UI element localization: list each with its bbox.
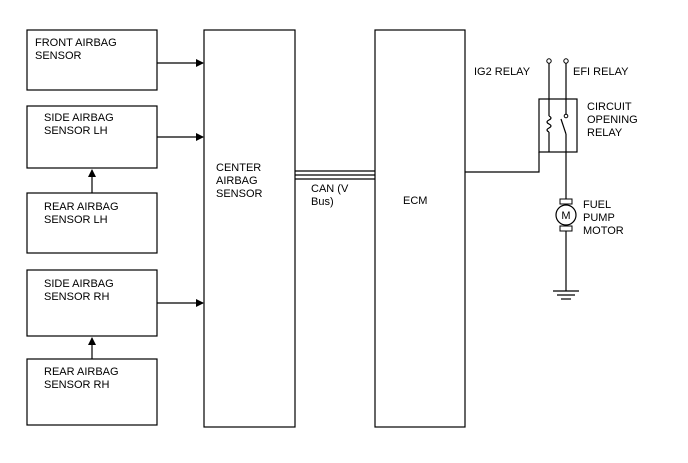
motor-symbol: M (561, 210, 570, 222)
rear-airbag-sensor-rh-label-line2: SENSOR RH (44, 379, 109, 391)
front-airbag-sensor-block: FRONT AIRBAG SENSOR (26, 29, 158, 91)
relay-switch-icon (560, 118, 567, 135)
side-airbag-sensor-lh-block: SIDE AIRBAG SENSOR LH (26, 105, 158, 169)
fuel-pump-motor-label-line1: FUEL (583, 199, 611, 211)
relay-coil-icon (546, 115, 552, 133)
center-airbag-sensor-block: CENTER AIRBAG SENSOR (203, 29, 296, 428)
fuel-pump-motor-icon: M (555, 198, 577, 232)
efi-relay-label: EFI RELAY (573, 66, 629, 78)
ecm-to-relay-wire (465, 152, 540, 173)
rear-airbag-sensor-rh-block: REAR AIRBAG SENSOR RH (26, 358, 158, 426)
center-airbag-sensor-label-line2: AIRBAG (216, 175, 258, 187)
side-airbag-sensor-rh-block: SIDE AIRBAG SENSOR RH (26, 269, 158, 337)
circuit-opening-relay-label-line1: CIRCUIT (587, 101, 632, 113)
rear-airbag-sensor-lh-block: REAR AIRBAG SENSOR LH (26, 192, 158, 254)
ecm-block: ECM (374, 29, 466, 428)
rear-airbag-sensor-rh-label-line1: REAR AIRBAG (44, 366, 119, 378)
center-airbag-sensor-label-line3: SENSOR (216, 188, 263, 200)
ground-icon (553, 290, 579, 300)
circuit-opening-relay-label-line3: RELAY (587, 127, 623, 139)
can-bus-label-line1: CAN (V (311, 183, 349, 195)
fuel-pump-motor-label-line2: PUMP (583, 212, 615, 224)
circuit-opening-relay (538, 98, 578, 153)
side-airbag-sensor-rh-label-line2: SENSOR RH (44, 291, 109, 303)
fuel-pump-motor-label-line3: MOTOR (583, 225, 624, 237)
side-airbag-sensor-rh-label-line1: SIDE AIRBAG (44, 278, 114, 290)
ig2-relay-label: IG2 RELAY (474, 66, 531, 78)
front-airbag-sensor-label-line1: FRONT AIRBAG (35, 37, 117, 49)
side-airbag-sensor-lh-label-line2: SENSOR LH (44, 125, 108, 137)
front-airbag-sensor-label-line2: SENSOR (35, 50, 82, 62)
can-bus-label-line2: Bus) (311, 196, 334, 208)
rear-airbag-sensor-lh-label-line1: REAR AIRBAG (44, 201, 119, 213)
can-bus-lines (295, 170, 375, 180)
center-airbag-sensor-label-line1: CENTER (216, 162, 261, 174)
side-airbag-sensor-lh-label-line1: SIDE AIRBAG (44, 112, 114, 124)
ig2-relay-terminal (546, 58, 552, 64)
efi-relay-terminal (563, 58, 569, 64)
ecm-label: ECM (403, 195, 427, 207)
circuit-opening-relay-label-line2: OPENING (587, 114, 638, 126)
rear-airbag-sensor-lh-label-line2: SENSOR LH (44, 214, 108, 226)
